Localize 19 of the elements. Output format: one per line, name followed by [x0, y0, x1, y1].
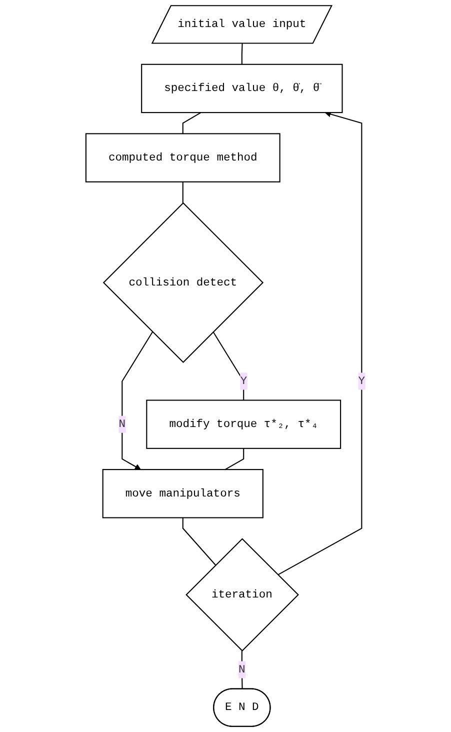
node-diamond: collision detect — [102, 202, 264, 363]
connector — [182, 182, 184, 203]
connector — [182, 518, 216, 566]
node-box: computed torque method — [85, 133, 280, 182]
connector — [241, 650, 243, 690]
connector — [224, 448, 244, 470]
node-box: move manipulators — [102, 469, 264, 518]
connector — [182, 112, 202, 134]
edge-label: Y — [358, 374, 366, 388]
edge-label: Y — [240, 374, 247, 388]
node-diamond: iteration — [186, 538, 299, 652]
connector — [241, 44, 243, 64]
arrow — [278, 111, 362, 576]
arrow — [122, 332, 153, 470]
edge-label: N — [118, 418, 126, 431]
node-box: specified value θ, θ̇, θ̈ — [141, 64, 343, 114]
edge-label: N — [238, 663, 246, 676]
node-box: modify torque τ*₂, τ*₄ — [146, 400, 342, 449]
connector — [212, 332, 244, 400]
